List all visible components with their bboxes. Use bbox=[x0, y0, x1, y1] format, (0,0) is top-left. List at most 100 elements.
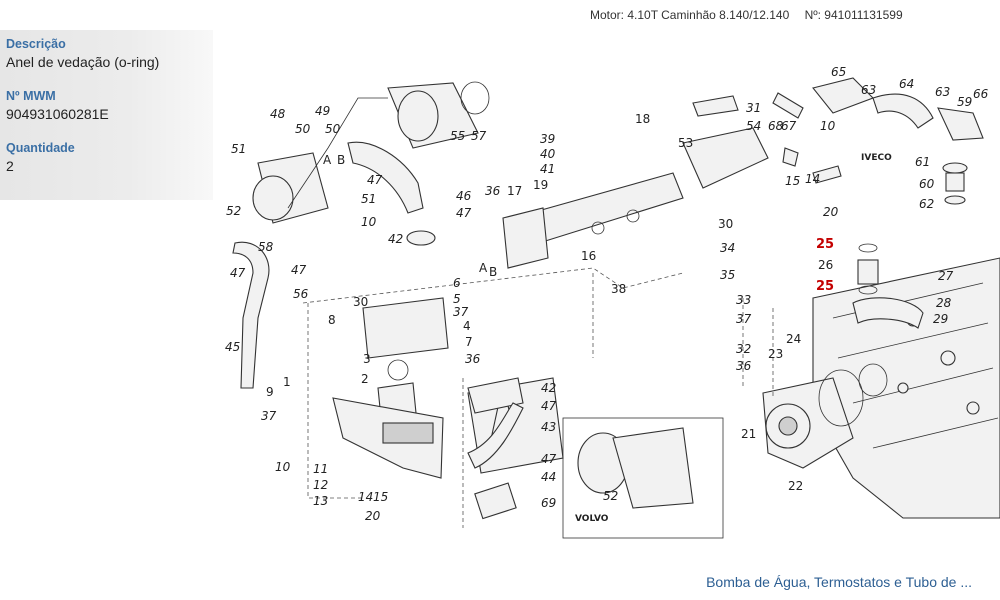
callout-32: 32 bbox=[736, 342, 751, 356]
callout-52: 52 bbox=[603, 489, 618, 503]
water-pump bbox=[762, 363, 888, 469]
callout-B: B bbox=[489, 265, 497, 279]
callout-66: 66 bbox=[973, 87, 989, 101]
header-meta: Motor: 4.10T Caminhão 8.140/12.140 Nº: 9… bbox=[590, 8, 903, 22]
callout-20: 20 bbox=[823, 205, 839, 219]
callout-10: 10 bbox=[275, 460, 291, 474]
callout-31: 31 bbox=[746, 101, 761, 115]
callout-47: 47 bbox=[367, 173, 383, 187]
callout-1: 1 bbox=[283, 375, 291, 389]
callout-7: 7 bbox=[465, 335, 473, 349]
thermostat-housing-center bbox=[332, 297, 449, 479]
description-label: Descrição bbox=[6, 37, 66, 51]
callout-69: 69 bbox=[541, 496, 556, 510]
callout-58: 58 bbox=[258, 240, 274, 254]
callout-47: 47 bbox=[230, 266, 246, 280]
callout-64: 64 bbox=[899, 77, 914, 91]
description-value: Anel de vedação (o-ring) bbox=[6, 54, 160, 70]
callout-4: 4 bbox=[463, 319, 471, 333]
callout-45: 45 bbox=[225, 340, 240, 354]
callout-19: 19 bbox=[533, 178, 548, 192]
callout-24: 24 bbox=[786, 332, 801, 346]
callout-46: 46 bbox=[456, 189, 472, 203]
callout-10: 10 bbox=[820, 119, 836, 133]
callout-A: A bbox=[323, 153, 332, 167]
callout-53: 53 bbox=[678, 136, 693, 150]
part-number-label: Nº: 941011131599 bbox=[804, 8, 903, 22]
callout-52: 52 bbox=[226, 204, 241, 218]
callout-29: 29 bbox=[933, 312, 948, 326]
part-info-panel: Descrição Anel de vedação (o-ring) Nº MW… bbox=[0, 30, 213, 200]
callout-14: 14 bbox=[358, 490, 373, 504]
callout-55: 55 bbox=[450, 129, 465, 143]
callout-3: 3 bbox=[363, 352, 371, 366]
callout-highlighted: 25 bbox=[816, 279, 834, 294]
callout-12: 12 bbox=[313, 478, 328, 492]
callout-47: 47 bbox=[456, 206, 472, 220]
connector-lines bbox=[287, 97, 774, 528]
thermostat-cover-top bbox=[252, 81, 490, 246]
callout-56: 56 bbox=[293, 287, 309, 301]
callout-63: 63 bbox=[861, 83, 876, 97]
callout-30: 30 bbox=[353, 295, 368, 309]
quantity-label: Quantidade bbox=[6, 141, 75, 155]
callout-5: 5 bbox=[453, 292, 461, 306]
callout-59: 59 bbox=[957, 95, 972, 109]
callout-60: 60 bbox=[919, 177, 935, 191]
callout-51: 51 bbox=[361, 192, 376, 206]
callout-43: 43 bbox=[541, 420, 556, 434]
callout-highlighted: 25 bbox=[816, 237, 834, 252]
footer-link-water-pump[interactable]: Bomba de Água, Termostatos e Tubo de ... bbox=[706, 574, 972, 590]
engine-block bbox=[812, 257, 1000, 519]
callout-36: 36 bbox=[485, 184, 501, 198]
callout-62: 62 bbox=[919, 197, 934, 211]
callout-38: 38 bbox=[611, 282, 626, 296]
callout-13: 13 bbox=[313, 494, 328, 508]
brand-iveco: IVECO bbox=[861, 153, 892, 163]
callout-65: 65 bbox=[831, 65, 846, 79]
callout-50: 50 bbox=[295, 122, 311, 136]
callout-9: 9 bbox=[266, 385, 274, 399]
callout-10: 10 bbox=[361, 215, 377, 229]
callout-14: 14 bbox=[805, 172, 820, 186]
callout-21: 21 bbox=[741, 427, 756, 441]
manifold-pipe bbox=[502, 95, 769, 269]
callout-42: 42 bbox=[388, 232, 403, 246]
quantity-value: 2 bbox=[6, 158, 14, 174]
callout-28: 28 bbox=[936, 296, 952, 310]
description-block: Descrição Anel de vedação (o-ring) bbox=[0, 30, 213, 71]
callout-37: 37 bbox=[736, 312, 752, 326]
callout-44: 44 bbox=[541, 470, 556, 484]
callout-37: 37 bbox=[453, 305, 469, 319]
callout-23: 23 bbox=[768, 347, 783, 361]
callout-54: 54 bbox=[746, 119, 761, 133]
motor-label: Motor: 4.10T Caminhão 8.140/12.140 bbox=[590, 8, 790, 22]
callout-30: 30 bbox=[718, 217, 733, 231]
callout-A: A bbox=[479, 261, 488, 275]
callout-15: 15 bbox=[785, 174, 800, 188]
callout-67: 67 bbox=[781, 119, 797, 133]
quantity-block: Quantidade 2 bbox=[0, 123, 213, 175]
callout-40: 40 bbox=[540, 147, 556, 161]
callout-51: 51 bbox=[231, 142, 246, 156]
iveco-hose-group bbox=[772, 77, 984, 205]
callout-35: 35 bbox=[720, 268, 735, 282]
callout-47: 47 bbox=[291, 263, 307, 277]
callout-17: 17 bbox=[507, 184, 522, 198]
callout-47: 47 bbox=[541, 399, 557, 413]
callout-15: 15 bbox=[373, 490, 388, 504]
callout-6: 6 bbox=[453, 276, 461, 290]
callout-20: 20 bbox=[365, 509, 381, 523]
mwm-block: Nº MWM 904931060281E bbox=[0, 71, 213, 123]
callout-36: 36 bbox=[736, 359, 752, 373]
callout-33: 33 bbox=[736, 293, 751, 307]
callout-68: 68 bbox=[768, 119, 784, 133]
callout-61: 61 bbox=[915, 155, 930, 169]
callout-B: B bbox=[337, 153, 345, 167]
callout-11: 11 bbox=[313, 462, 328, 476]
callout-47: 47 bbox=[541, 452, 557, 466]
callout-16: 16 bbox=[581, 249, 596, 263]
callout-34: 34 bbox=[720, 241, 735, 255]
